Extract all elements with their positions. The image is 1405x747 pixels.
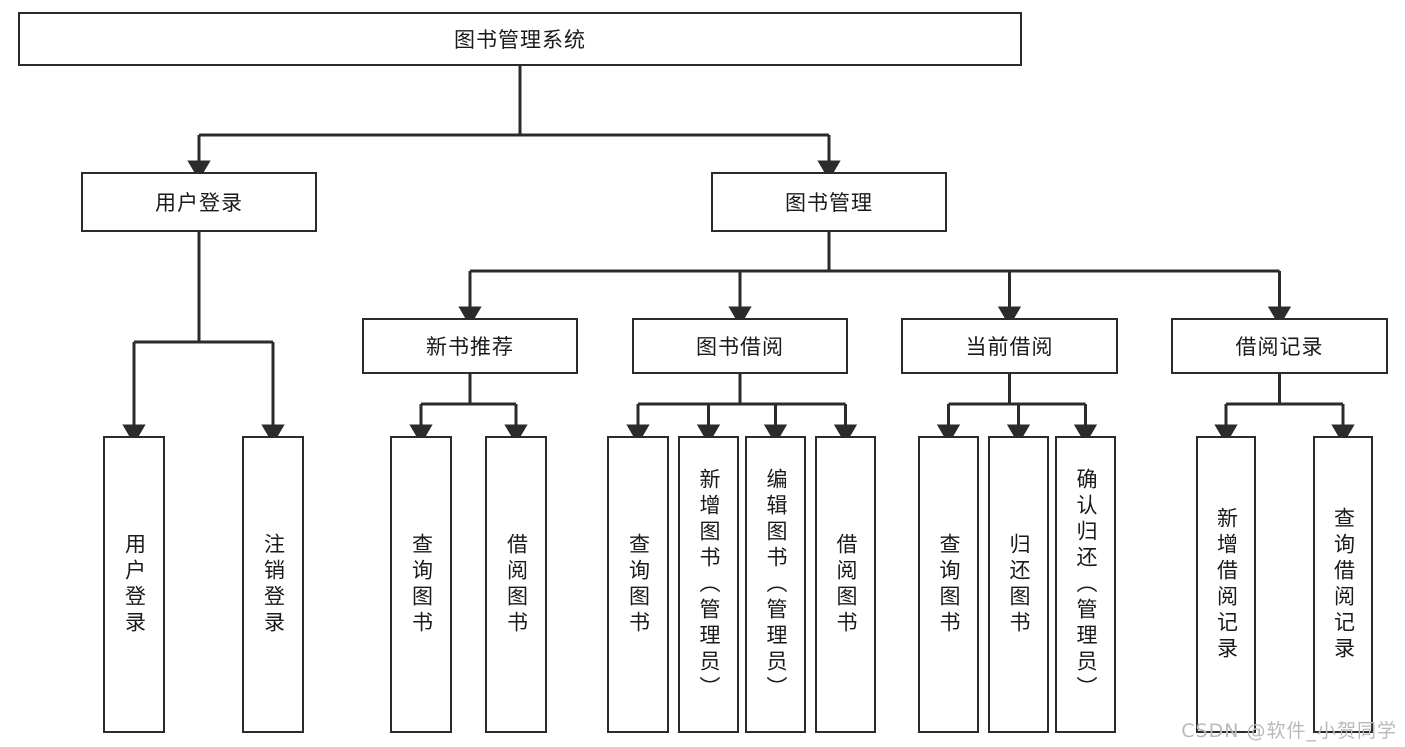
watermark-label: CSDN @软件_小贺同学 (1181, 720, 1397, 742)
node-leaf-query-record[interactable]: 查询借阅记录 (1313, 436, 1373, 733)
node-label: 新增图书（管理员） (697, 467, 721, 702)
node-label: 新书推荐 (426, 335, 514, 359)
node-leaf-return-book[interactable]: 归还图书 (988, 436, 1049, 733)
node-label: 查询图书 (409, 532, 434, 637)
node-user-login[interactable]: 用户登录 (81, 172, 317, 232)
node-label: 借阅记录 (1235, 335, 1324, 359)
node-leaf-borrow-book-1[interactable]: 借阅图书 (485, 436, 547, 733)
node-leaf-logout[interactable]: 注销登录 (242, 436, 304, 733)
node-leaf-user-login[interactable]: 用户登录 (103, 436, 165, 733)
node-label: 借阅图书 (504, 532, 529, 637)
node-label: 查询借阅记录 (1331, 506, 1356, 663)
node-leaf-query-book-1[interactable]: 查询图书 (390, 436, 452, 733)
node-borrow-record[interactable]: 借阅记录 (1171, 318, 1388, 374)
node-label: 图书管理 (785, 191, 873, 215)
node-leaf-borrow-book-2[interactable]: 借阅图书 (815, 436, 876, 733)
node-label: 确认归还（管理员） (1074, 467, 1098, 702)
node-book-borrow[interactable]: 图书借阅 (632, 318, 848, 374)
node-label: 借阅图书 (834, 532, 858, 637)
node-new-book-recommend[interactable]: 新书推荐 (362, 318, 578, 374)
node-label: 编辑图书（管理员） (764, 467, 788, 702)
node-leaf-add-record[interactable]: 新增借阅记录 (1196, 436, 1256, 733)
node-label: 归还图书 (1007, 532, 1031, 637)
node-label: 新增借阅记录 (1214, 506, 1239, 663)
node-book-management[interactable]: 图书管理 (711, 172, 947, 232)
node-leaf-add-book[interactable]: 新增图书（管理员） (678, 436, 739, 733)
node-root-root[interactable]: 图书管理系统 (18, 12, 1022, 66)
node-label: 查询图书 (626, 532, 651, 637)
node-label: 注销登录 (261, 532, 286, 637)
node-label: 查询图书 (937, 532, 961, 637)
node-label: 当前借阅 (965, 335, 1054, 359)
node-label: 用户登录 (122, 532, 147, 637)
node-label: 图书借阅 (696, 335, 784, 359)
node-label: 用户登录 (155, 191, 243, 215)
node-leaf-query-book-2[interactable]: 查询图书 (607, 436, 669, 733)
node-leaf-edit-book[interactable]: 编辑图书（管理员） (745, 436, 806, 733)
node-label: 图书管理系统 (454, 28, 586, 52)
node-leaf-query-book-3[interactable]: 查询图书 (918, 436, 979, 733)
node-leaf-confirm-return[interactable]: 确认归还（管理员） (1055, 436, 1116, 733)
node-current-borrow[interactable]: 当前借阅 (901, 318, 1118, 374)
